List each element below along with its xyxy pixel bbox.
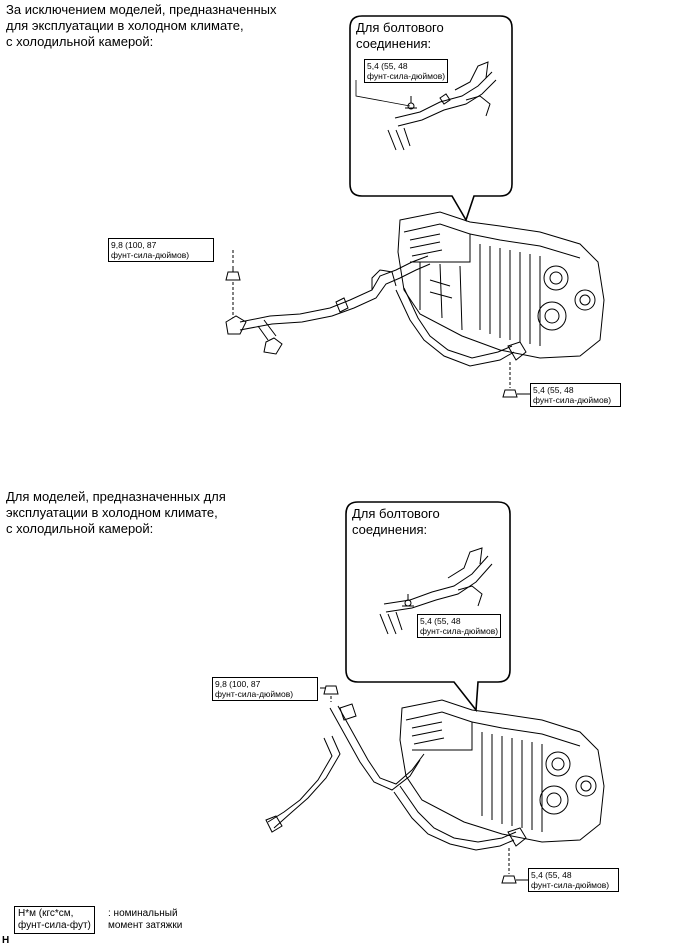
bottom-left-torque-label: 9,8 (100, 87 фунт-сила-дюймов): [212, 677, 318, 701]
legend-description: : номинальный момент затяжки: [108, 908, 183, 931]
top-right-torque-label: 5,4 (55, 48 фунт-сила-дюймов): [530, 383, 621, 407]
top-piping: [226, 256, 526, 366]
bottom-right-torque-label: 5,4 (55, 48 фунт-сила-дюймов): [528, 868, 619, 892]
bottom-callout-title: Для болтового соединения:: [352, 506, 440, 537]
bottom-piping: [266, 704, 526, 850]
top-left-nut: [226, 250, 240, 318]
legend-torque-units: Н*м (кгс*см, фунт-сила-фут): [14, 906, 95, 934]
top-callout-torque-label: 5,4 (55, 48 фунт-сила-дюймов): [364, 59, 449, 83]
top-callout-pipe-drawing: [356, 62, 496, 150]
top-caption: За исключением моделей, предназначенных …: [6, 2, 277, 49]
top-left-torque-label: 9,8 (100, 87 фунт-сила-дюймов): [108, 238, 214, 262]
bottom-hvac-unit: [400, 700, 604, 842]
bottom-left-nut: [320, 686, 338, 702]
top-callout-title: Для болтового соединения:: [356, 20, 444, 51]
corner-mark: H: [2, 935, 10, 946]
bottom-right-nut: [502, 848, 528, 883]
top-right-nut: [503, 362, 530, 397]
bottom-callout-pipe-drawing: [380, 548, 492, 634]
bottom-caption: Для моделей, предназначенных для эксплуа…: [6, 489, 226, 536]
bottom-callout-torque-label: 5,4 (55, 48 фунт-сила-дюймов): [417, 614, 502, 638]
top-hvac-unit: [398, 212, 604, 358]
